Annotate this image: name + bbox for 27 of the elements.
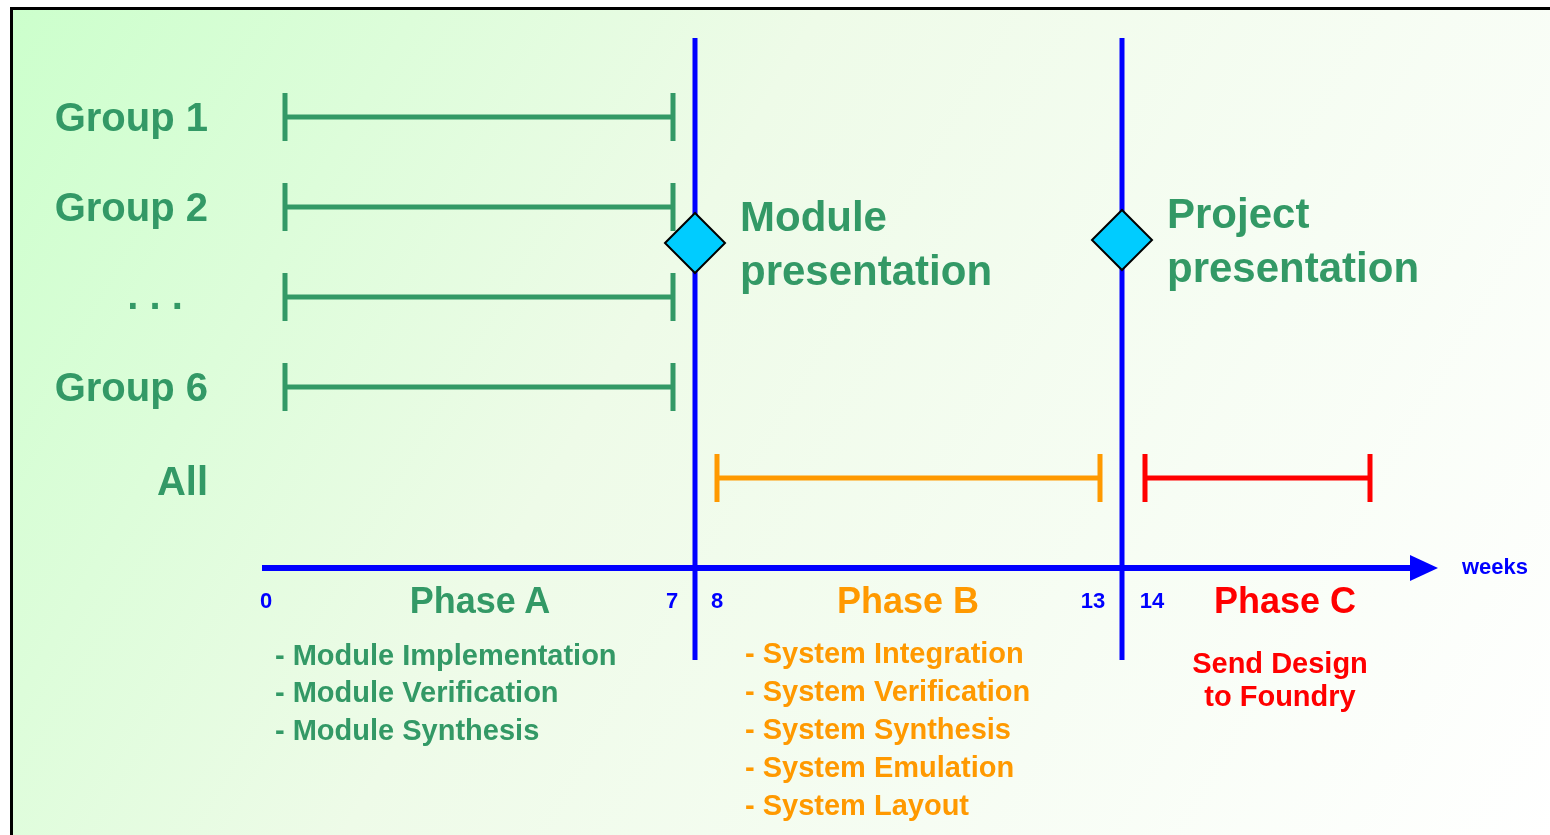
task-item: Send Design to Foundry (1191, 646, 1369, 714)
week-number: 0 (259, 588, 273, 614)
row-label: Group 2 (54, 184, 208, 230)
task-item: - System Integration (745, 637, 1024, 671)
task-item: - System Emulation (745, 751, 1015, 785)
milestone-label: Project presentation (1167, 189, 1421, 293)
row-label: Group 1 (54, 94, 208, 140)
milestone-diamond (1090, 208, 1154, 272)
week-number: 8 (710, 588, 724, 614)
task-item: - Module Synthesis (275, 714, 540, 748)
axis-unit: weeks (1462, 554, 1529, 580)
week-number: 13 (1080, 588, 1106, 614)
task-item: - Module Implementation (275, 639, 617, 673)
row-label: Group 6 (54, 364, 208, 410)
task-item: - System Verification (745, 675, 1031, 709)
week-number: 14 (1139, 588, 1165, 614)
phase-title: Phase A (409, 580, 551, 622)
task-item: - System Synthesis (745, 713, 1011, 747)
row-label: . . . (127, 272, 183, 318)
milestone-label: Module presentation (740, 192, 994, 296)
row-label: All (156, 458, 208, 504)
phase-title: Phase C (1213, 580, 1357, 622)
week-number: 7 (665, 588, 679, 614)
phase-title: Phase B (836, 580, 980, 622)
milestone-diamond (663, 211, 727, 275)
task-item: - System Layout (745, 789, 969, 823)
task-item: - Module Verification (275, 676, 559, 710)
